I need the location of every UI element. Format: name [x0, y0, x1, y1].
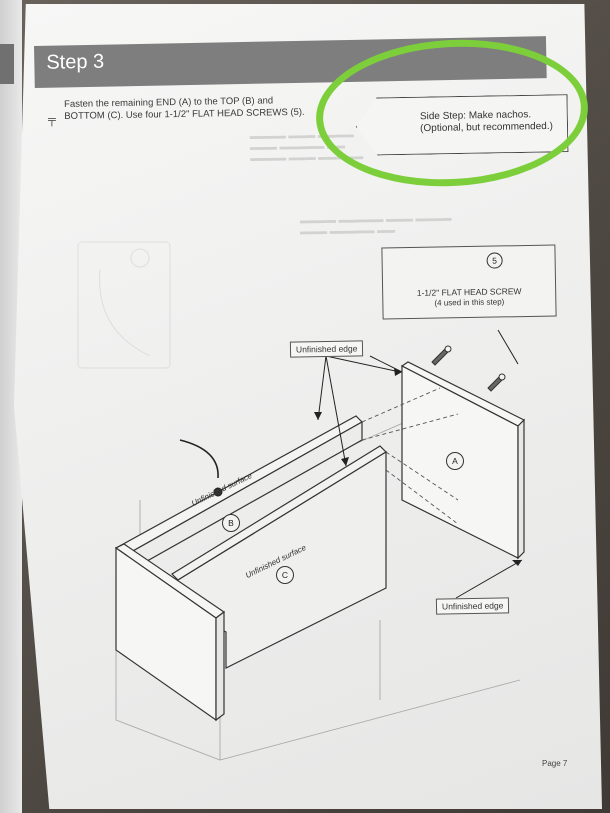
- part-label-b: B: [222, 514, 240, 532]
- previous-page-edge: [0, 0, 22, 813]
- callout-unfinished-edge-bottom: Unfinished edge: [435, 597, 510, 615]
- alignment-lines: [361, 387, 459, 525]
- page-number: Page 7: [542, 759, 568, 768]
- part-label-a: A: [446, 452, 464, 470]
- previous-page-header-strip: [0, 44, 14, 84]
- pin-bullet-icon: ╤: [48, 114, 56, 126]
- screws: [431, 345, 506, 392]
- hardware-box: 5 1-1/2" FLAT HEAD SCREW (4 used in this…: [381, 244, 557, 320]
- part-label-c: C: [276, 566, 294, 584]
- hardware-quantity: (4 used in this step): [434, 297, 505, 308]
- leader-arrowheads: [314, 368, 522, 566]
- left-end-panel: [114, 543, 226, 722]
- show-through-sketch: [77, 241, 171, 369]
- hardware-number-badge: 5: [486, 252, 503, 269]
- callout-unfinished-edge-top: Unfinished edge: [289, 340, 364, 358]
